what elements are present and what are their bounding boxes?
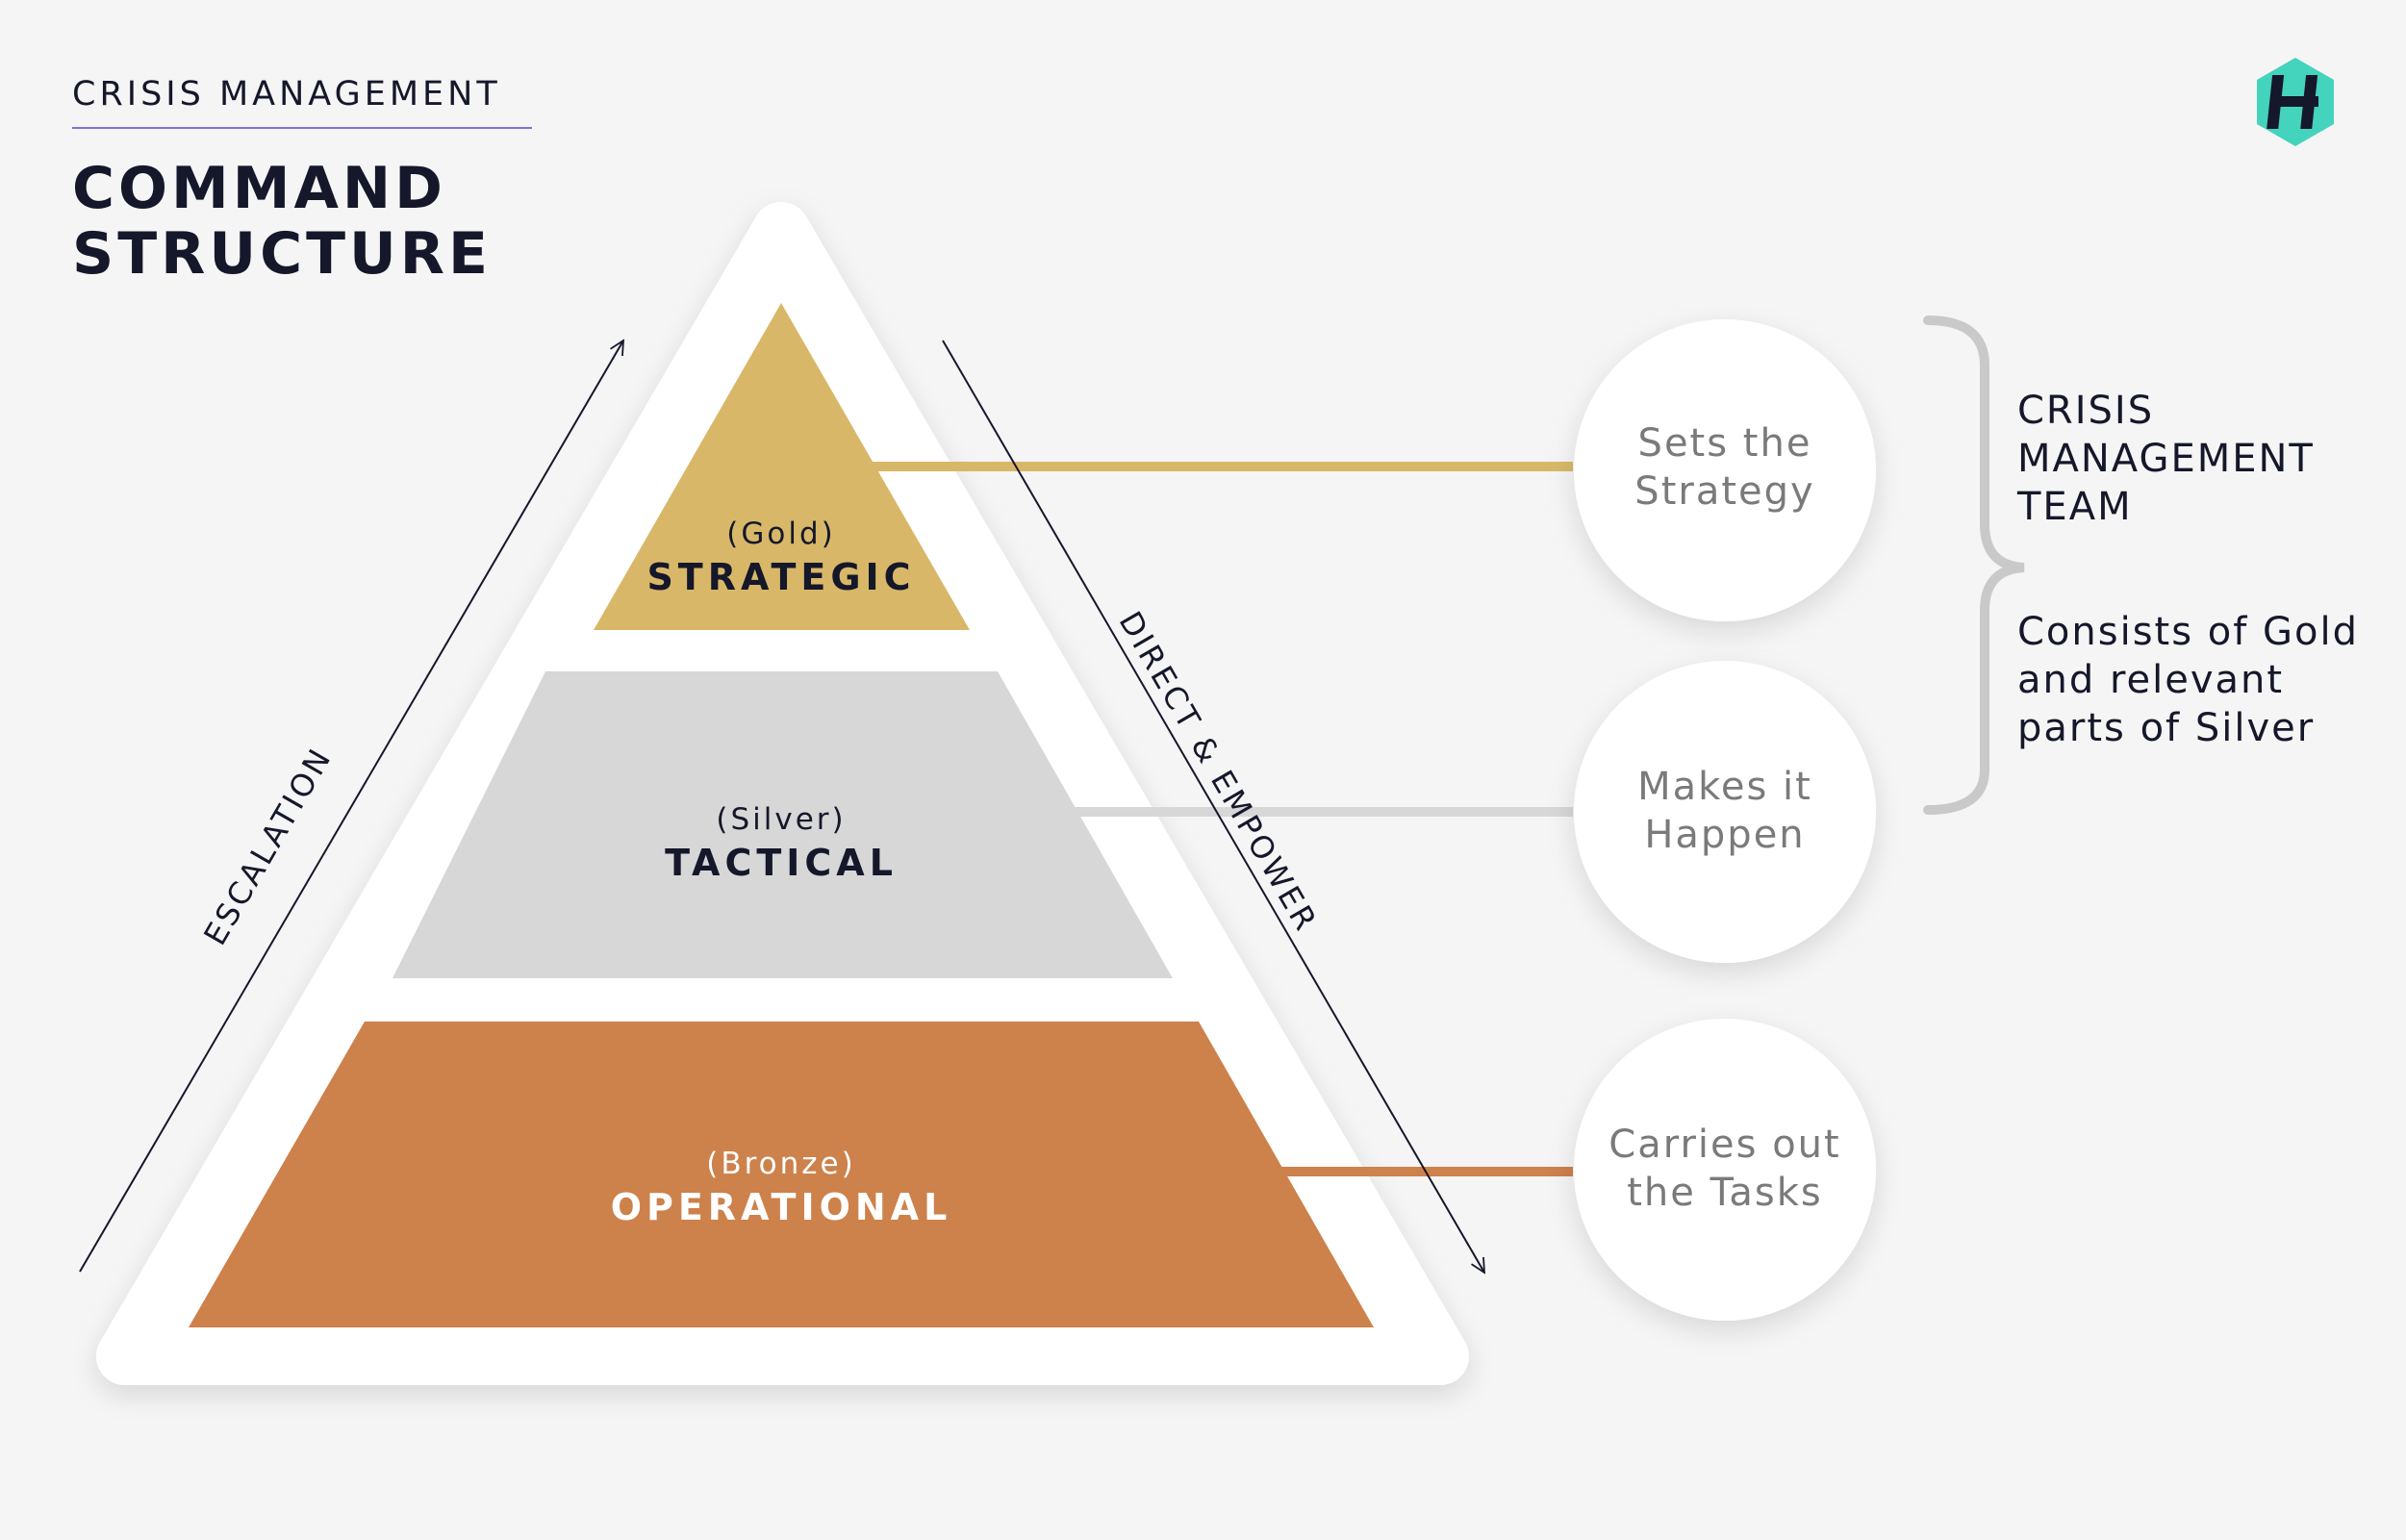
tier-tactical-tag: (Silver) <box>716 802 846 837</box>
role-text-line: the Tasks <box>1627 1171 1823 1215</box>
team-brace <box>1923 316 2025 815</box>
tier-tactical <box>393 671 1173 978</box>
role-text-line: Makes it <box>1637 765 1812 809</box>
header-eyebrow: CRISIS MANAGEMENT <box>72 75 501 114</box>
tier-strategic-name: STRATEGIC <box>646 556 915 598</box>
escalation-label: ESCALATION <box>196 741 339 951</box>
escalation-arrow <box>79 341 623 1273</box>
role-circle-tasks <box>1574 1019 1876 1321</box>
direct-empower-arrow <box>942 340 1484 1273</box>
team-description: Consists of Gold and relevant parts of S… <box>2017 610 2360 750</box>
tier-operational-tag: (Bronze) <box>706 1147 855 1181</box>
role-circle-happen <box>1574 661 1876 963</box>
role-text-line: Happen <box>1644 813 1805 857</box>
eyebrow-underline <box>72 127 532 129</box>
tier-tactical-name: TACTICAL <box>665 842 898 884</box>
tier-strategic-tag: (Gold) <box>726 517 835 551</box>
tier-operational <box>189 1022 1374 1327</box>
role-text-line: Strategy <box>1634 469 1814 514</box>
page-title: COMMAND STRUCTURE <box>72 155 492 288</box>
team-label: CRISIS MANAGEMENT TEAM <box>2017 389 2315 529</box>
role-circle-strategy <box>1574 319 1876 621</box>
tier-operational-name: OPERATIONAL <box>611 1186 952 1228</box>
role-text-line: Sets the <box>1638 421 1812 466</box>
hexagon-h-logo-icon <box>2257 58 2334 146</box>
role-text-line: Carries out <box>1608 1123 1840 1167</box>
tier-strategic <box>594 303 970 630</box>
